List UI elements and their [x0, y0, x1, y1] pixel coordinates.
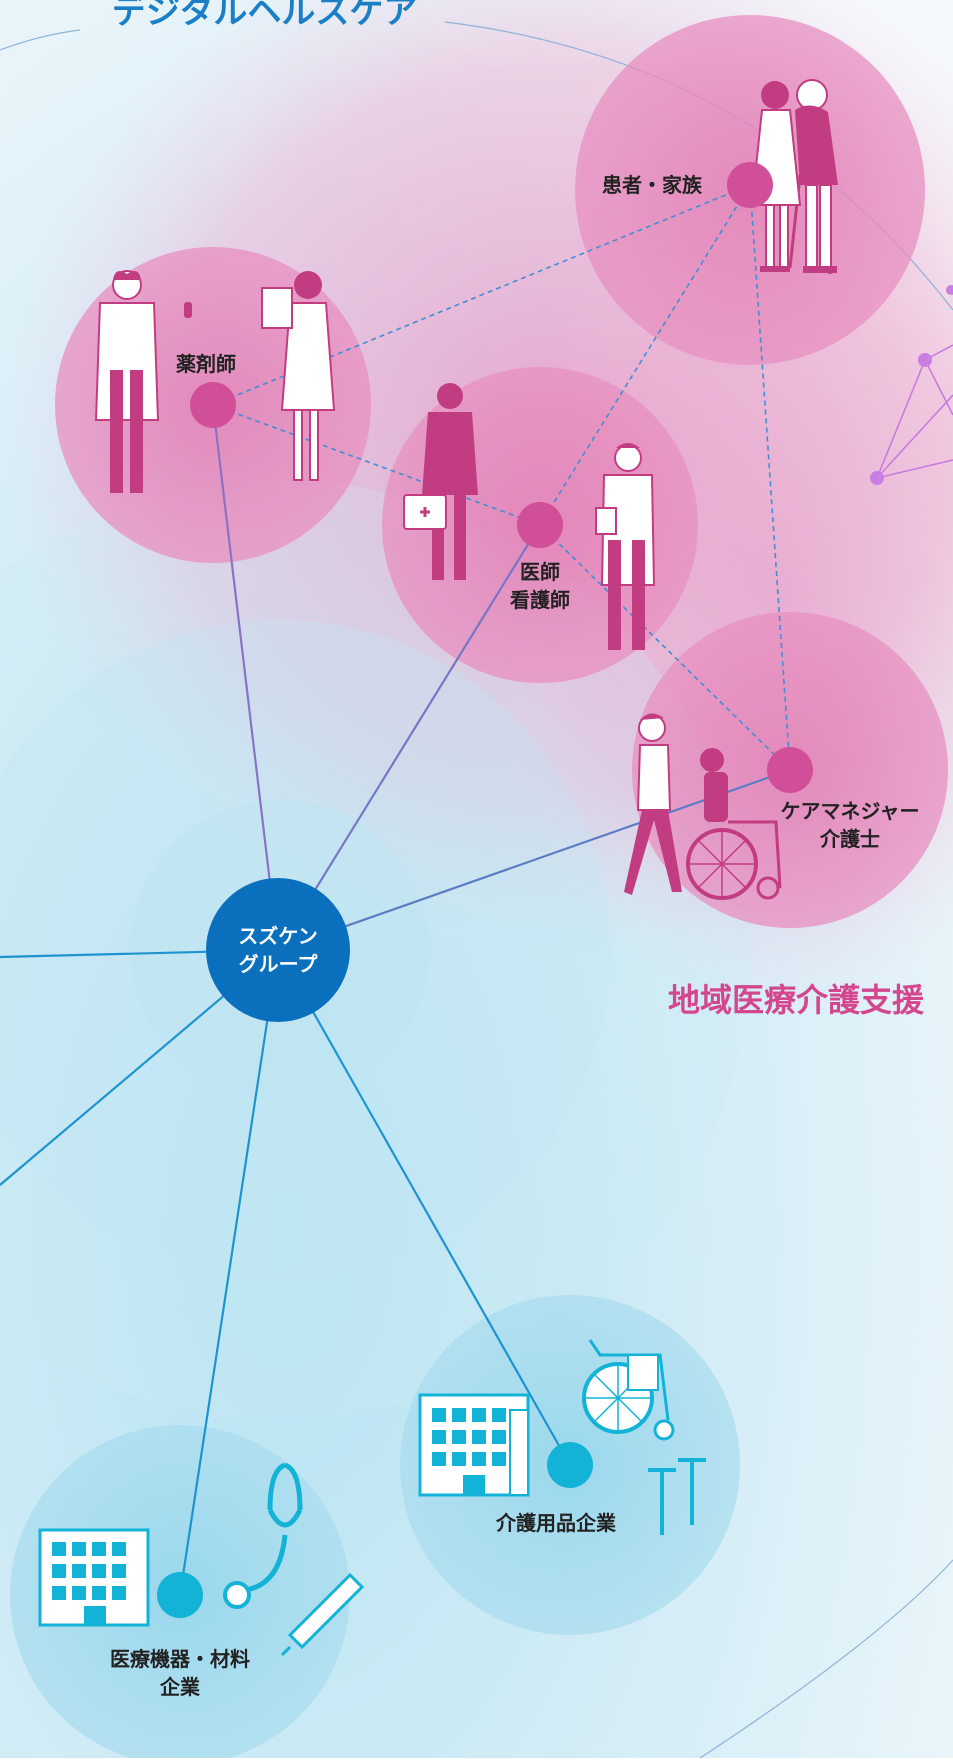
pharmacist-label: 薬剤師: [176, 352, 236, 376]
medical-equipment-label-line2: 企業: [160, 1675, 200, 1699]
page-title: デジタルヘルスケア: [112, 0, 418, 32]
hub-node: [206, 878, 350, 1022]
pharmacist-node: [190, 382, 236, 428]
doctor-label: 医師 看護師: [486, 558, 594, 614]
medical-equipment-node: [157, 1572, 203, 1618]
hub-label-line1: スズケン: [238, 924, 318, 948]
caremanager-label-line2: 介護士: [820, 827, 880, 851]
patient-family-illustration: [750, 79, 838, 274]
hub-connections: [0, 404, 791, 1596]
doctor-node: [517, 502, 563, 548]
pharmacist-illustration: [94, 270, 336, 493]
section-label: 地域医療介護支援: [668, 981, 925, 1019]
caremanager-label: ケアマネジャー 介護士: [770, 797, 930, 853]
hub-label-line2: グループ: [238, 952, 318, 976]
care-products-icons: [418, 1339, 706, 1535]
patient-label: 患者・家族: [602, 173, 702, 197]
caremanager-label-line1: ケアマネジャー: [780, 799, 920, 823]
care-products-node: [547, 1442, 593, 1488]
care-products-label: 介護用品企業: [496, 1511, 616, 1535]
doctor-label-line2: 看護師: [510, 588, 570, 612]
dashed-connections: [212, 184, 791, 771]
medical-equipment-icons: [38, 1462, 365, 1657]
patient-node: [727, 162, 773, 208]
medical-equipment-label: 医療機器・材料 企業: [95, 1645, 265, 1701]
caremanager-node: [767, 747, 813, 793]
hub-label: スズケン グループ: [206, 922, 350, 978]
doctor-nurse-illustration: [403, 383, 656, 650]
medical-equipment-label-line1: 医療機器・材料: [110, 1647, 250, 1671]
doctor-label-line1: 医師: [520, 560, 560, 584]
caregiver-wheelchair-illustration: [624, 713, 782, 900]
